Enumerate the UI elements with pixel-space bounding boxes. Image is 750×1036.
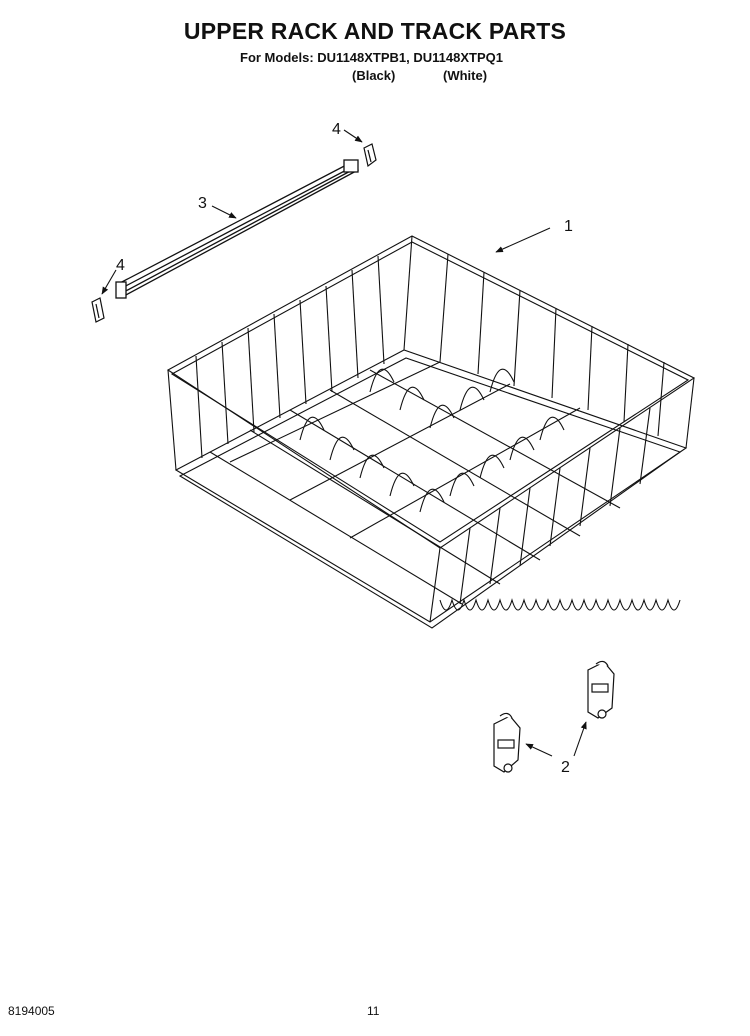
callout-1: 1 xyxy=(564,218,573,235)
page-title: UPPER RACK AND TRACK PARTS xyxy=(183,18,567,44)
callout-4-left: 4 xyxy=(116,257,125,274)
page-number: 11 xyxy=(367,1004,380,1018)
callout-4-top: 4 xyxy=(332,121,341,138)
callout-3: 3 xyxy=(198,195,207,212)
leader-2-rear xyxy=(573,721,587,757)
rack-roller-rear xyxy=(587,660,615,719)
leader-4-left xyxy=(101,269,117,295)
track-end-cap-left xyxy=(91,297,105,323)
leader-3 xyxy=(211,205,237,219)
track-end-cap-top xyxy=(363,143,377,168)
upper-rack xyxy=(166,235,696,629)
document-number: 8194005 xyxy=(8,1004,55,1018)
variant-black: (Black) xyxy=(352,68,396,83)
track-rail xyxy=(115,159,359,299)
callout-2: 2 xyxy=(561,759,570,776)
models-line: For Models: DU1148XTPB1, DU1148XTPQ1 xyxy=(240,50,503,65)
leader-4-top xyxy=(343,129,363,143)
leader-1 xyxy=(495,227,551,253)
variant-white: (White) xyxy=(443,68,488,83)
rack-roller-front xyxy=(493,712,521,773)
callout-leaders xyxy=(101,129,587,757)
leader-2-front xyxy=(525,743,553,757)
